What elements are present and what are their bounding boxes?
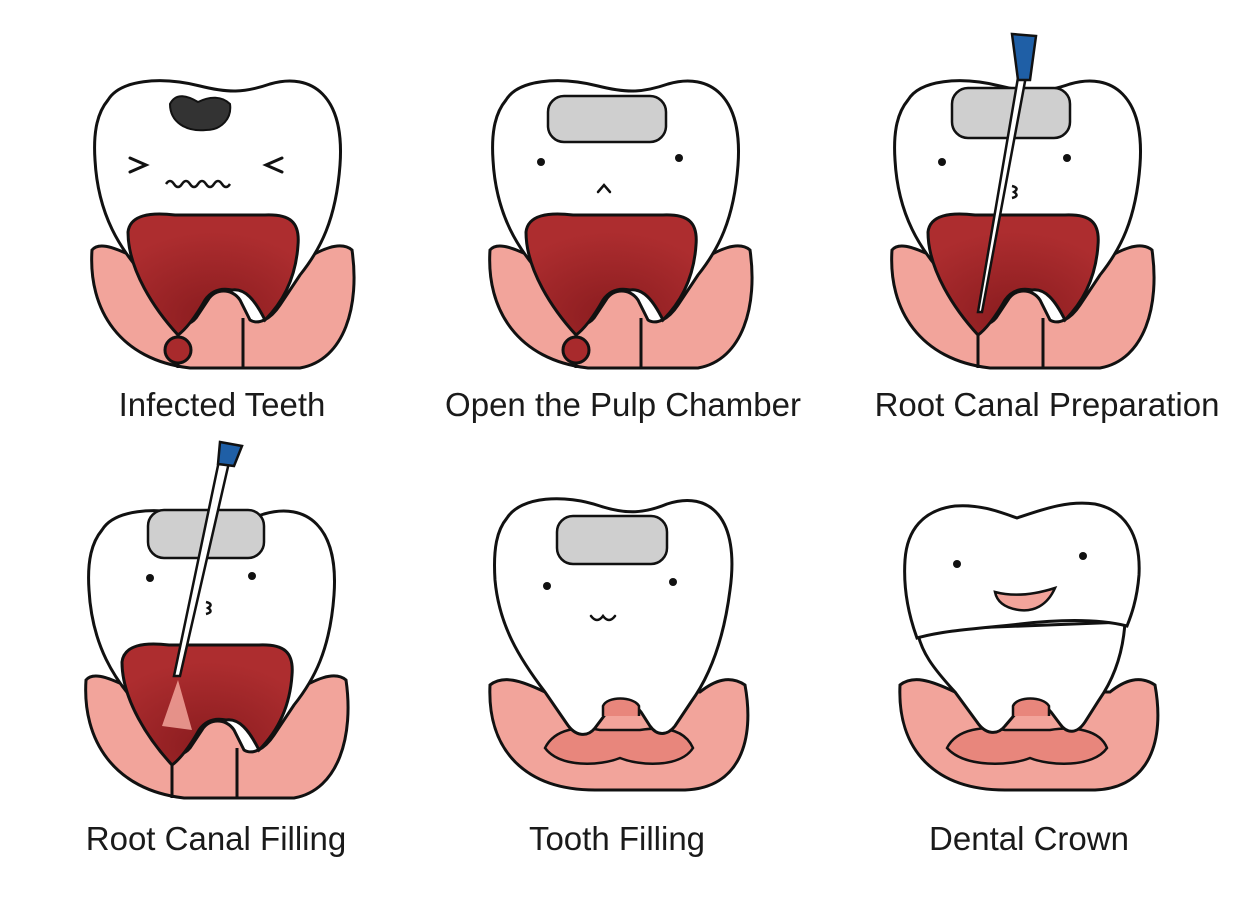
tooth-filling-illustration <box>488 497 750 792</box>
step-label-open-pulp-chamber: Open the Pulp Chamber <box>445 386 801 423</box>
pulp <box>120 642 294 767</box>
abscess <box>561 335 591 365</box>
tooth-filling <box>555 514 669 566</box>
dental-crown <box>903 501 1141 640</box>
step-label-root-canal-filling: Root Canal Filling <box>85 820 347 857</box>
file-handle <box>1010 32 1038 82</box>
tooth-canal-filling-illustration <box>84 440 350 800</box>
step-label-root-canal-preparation: Root Canal Preparation <box>874 386 1220 423</box>
abscess <box>163 335 193 365</box>
step-label-dental-crown: Dental Crown <box>929 820 1129 857</box>
gum-inner <box>945 727 1109 765</box>
tooth-preparation-illustration <box>890 32 1156 370</box>
tooth-crown-illustration <box>898 501 1160 792</box>
pulp <box>524 212 698 337</box>
opened-chamber <box>546 94 668 144</box>
instrument-handle <box>216 440 244 468</box>
cavity <box>168 95 232 132</box>
filling-material <box>162 680 192 730</box>
step-label-tooth-filling: Tooth Filling <box>528 820 706 857</box>
tooth-infected-illustration <box>90 79 356 370</box>
gum-inner <box>543 727 695 765</box>
smile <box>993 585 1058 612</box>
tooth-open-pulp-illustration <box>488 79 754 370</box>
step-label-infected-teeth: Infected Teeth <box>118 386 326 423</box>
pulp <box>926 212 1100 337</box>
pulp <box>126 212 300 337</box>
